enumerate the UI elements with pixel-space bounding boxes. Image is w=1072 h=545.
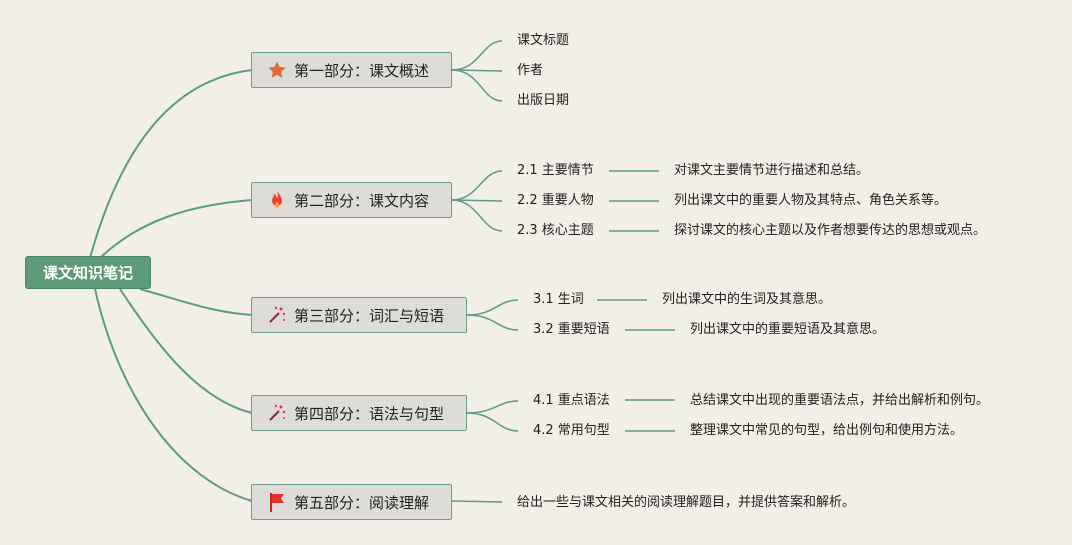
connector-root-branch-2 [99, 199, 253, 259]
branch-node-vocabulary[interactable]: 第三部分：词汇与短语 [251, 297, 467, 333]
branch-label: 第三部分：词汇与短语 [294, 306, 445, 325]
magic-wand-icon [266, 304, 288, 326]
leaf-main-plot[interactable]: 2.1 主要情节 [517, 163, 594, 178]
desc-key-characters[interactable]: 列出课文中的重要人物及其特点、角色关系等。 [674, 193, 948, 208]
branch-node-overview[interactable]: 第一部分：课文概述 [251, 52, 452, 88]
branch-label: 第四部分：语法与句型 [294, 404, 445, 423]
branch-node-grammar[interactable]: 第四部分：语法与句型 [251, 395, 467, 431]
leaf-core-theme[interactable]: 2.3 核心主题 [517, 223, 594, 238]
connector-root-branch-4 [119, 288, 253, 414]
branch-label: 第二部分：课文内容 [294, 191, 430, 210]
desc-key-grammar[interactable]: 总结课文中出现的重要语法点，并给出解析和例句。 [690, 393, 990, 408]
desc-core-theme[interactable]: 探讨课文的核心主题以及作者想要传达的思想或观点。 [674, 223, 987, 238]
leaf-title[interactable]: 课文标题 [517, 33, 570, 48]
connector-root-branch-5 [94, 288, 253, 502]
desc-new-words[interactable]: 列出课文中的生词及其意思。 [662, 292, 832, 307]
desc-main-plot[interactable]: 对课文主要情节进行描述和总结。 [674, 163, 870, 178]
root-node[interactable]: 课文知识笔记 [25, 256, 151, 289]
connector-root-branch-1 [89, 69, 253, 259]
leaf-publish-date[interactable]: 出版日期 [517, 93, 570, 108]
leaf-key-characters[interactable]: 2.2 重要人物 [517, 193, 594, 208]
leaf-reading-questions[interactable]: 给出一些与课文相关的阅读理解题目，并提供答案和解析。 [517, 495, 856, 510]
desc-key-phrases[interactable]: 列出课文中的重要短语及其意思。 [690, 322, 886, 337]
leaf-new-words[interactable]: 3.1 生词 [533, 292, 584, 307]
connector-root-branch-3 [139, 288, 253, 316]
fire-icon [266, 189, 288, 211]
root-label: 课文知识笔记 [42, 264, 133, 282]
magic-wand-icon [266, 402, 288, 424]
desc-common-patterns[interactable]: 整理课文中常见的句型，给出例句和使用方法。 [690, 423, 964, 438]
leaf-author[interactable]: 作者 [517, 63, 544, 78]
leaf-key-grammar[interactable]: 4.1 重点语法 [533, 393, 610, 408]
flag-icon [266, 491, 288, 513]
leaf-common-patterns[interactable]: 4.2 常用句型 [533, 423, 610, 438]
branch-node-content[interactable]: 第二部分：课文内容 [251, 182, 452, 218]
branch-label: 第五部分：阅读理解 [294, 493, 430, 512]
branch-node-reading[interactable]: 第五部分：阅读理解 [251, 484, 452, 520]
star-icon [266, 59, 288, 81]
leaf-key-phrases[interactable]: 3.2 重要短语 [533, 322, 610, 337]
branch-label: 第一部分：课文概述 [294, 61, 430, 80]
